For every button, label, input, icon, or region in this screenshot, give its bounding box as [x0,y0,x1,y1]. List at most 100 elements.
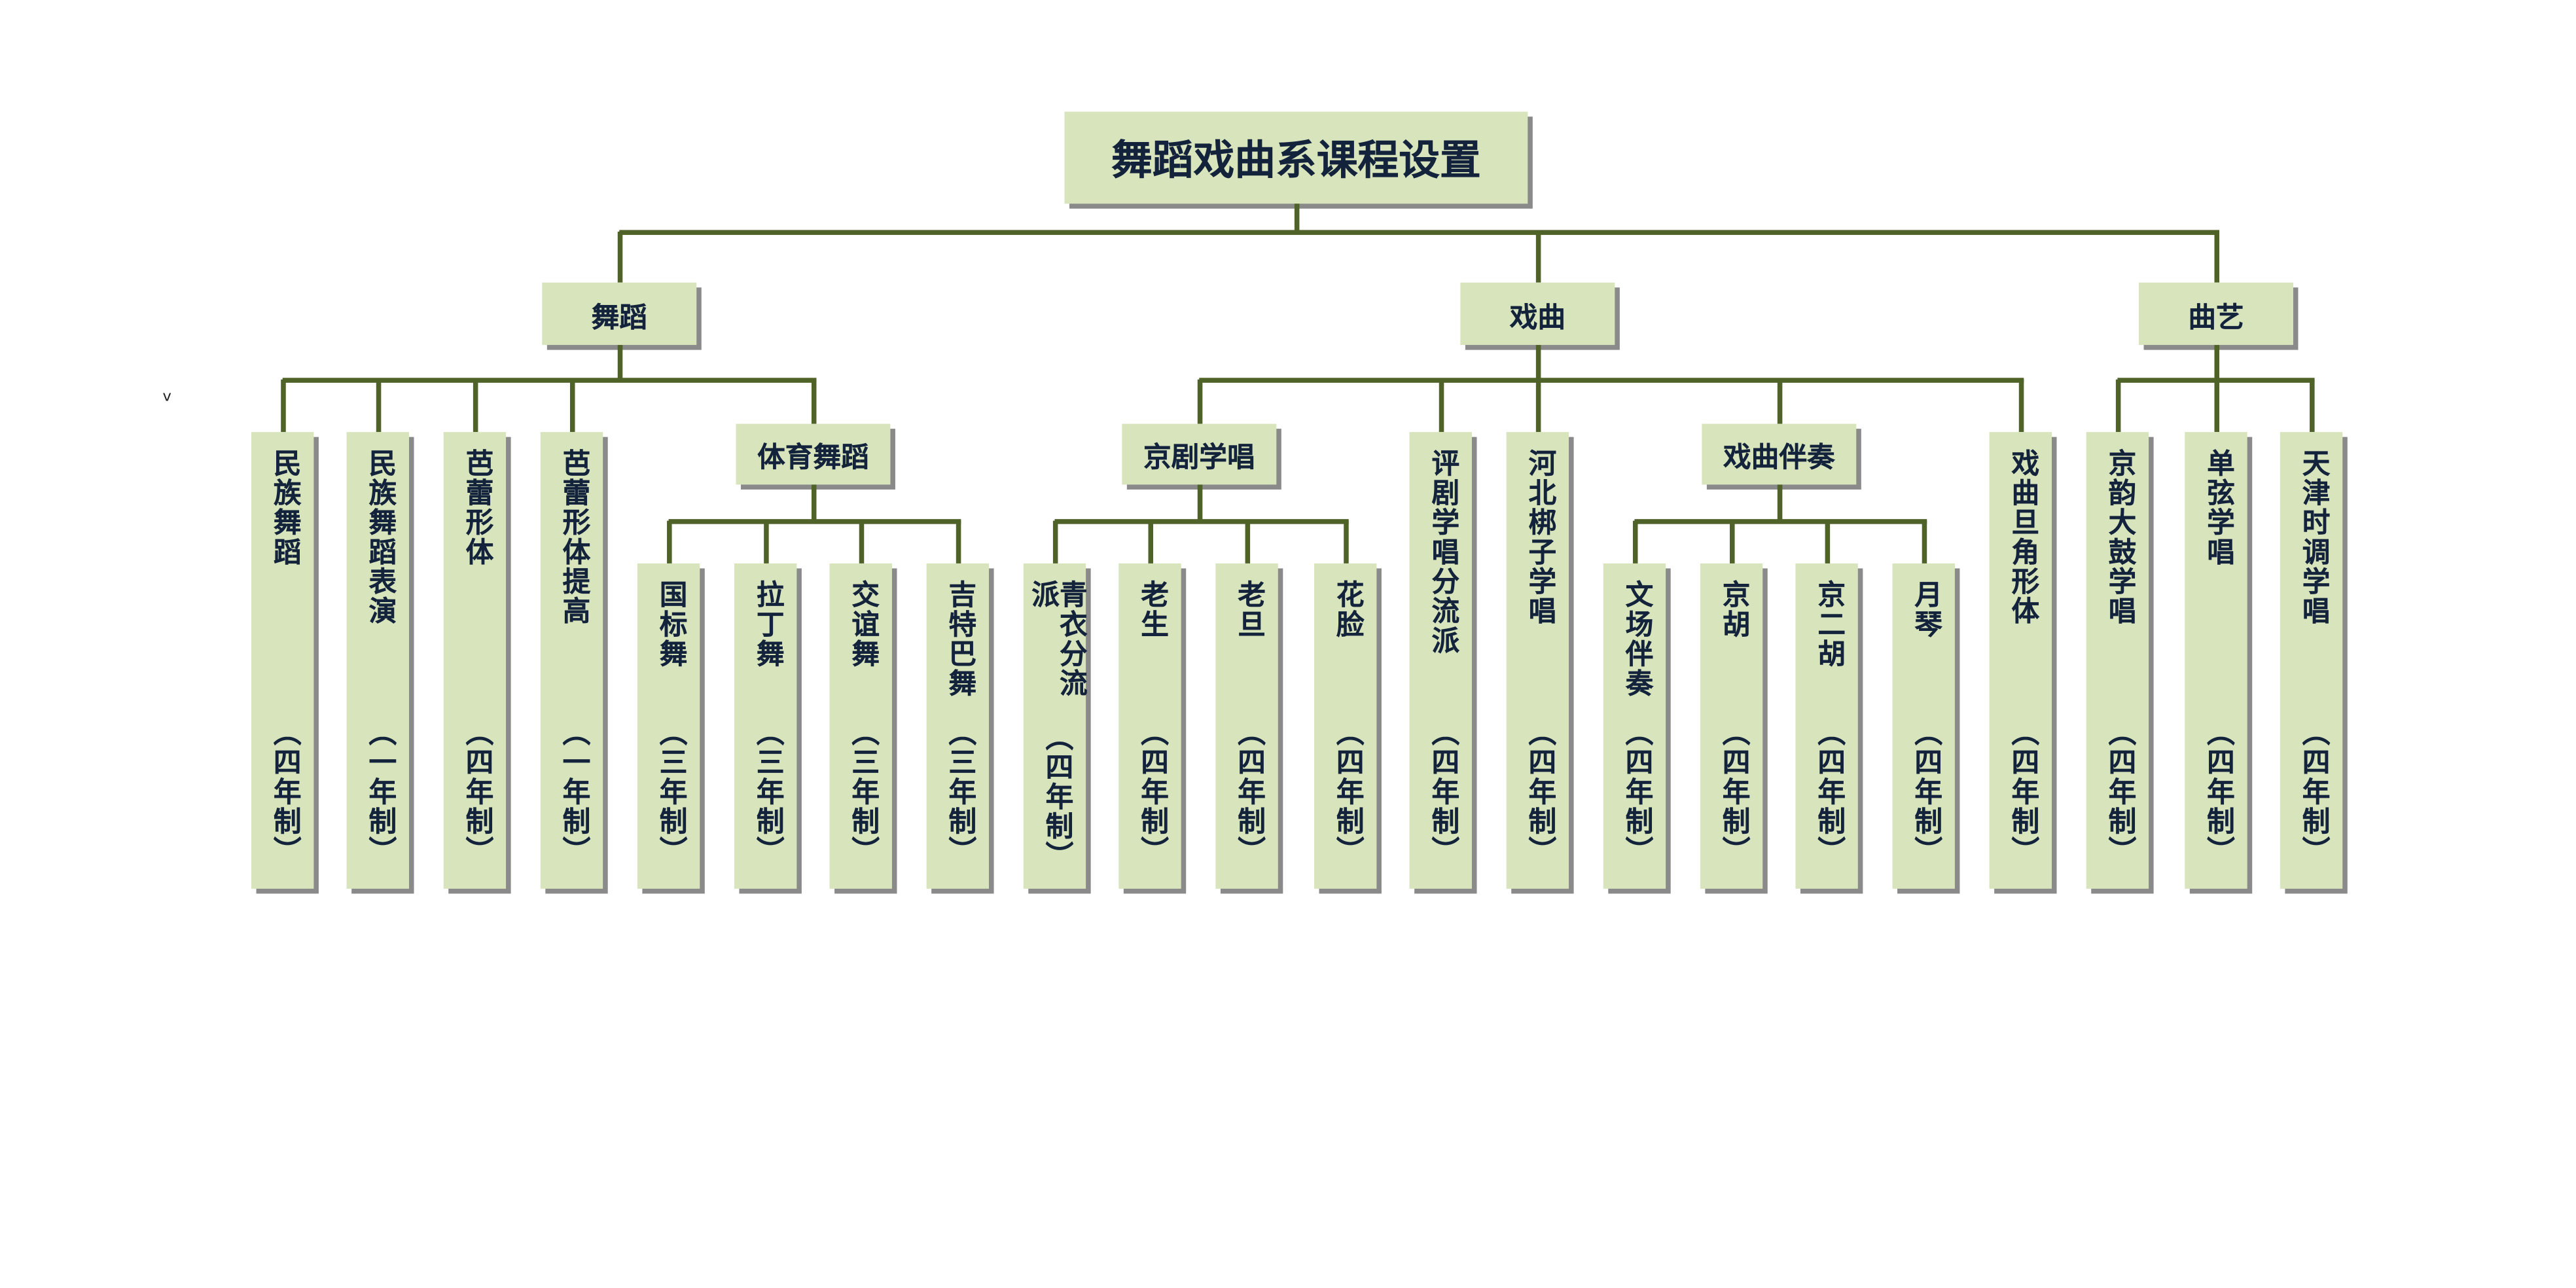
course-name: 拉丁舞 [749,580,783,669]
course-duration: （三年制） [653,717,686,866]
connector-line [375,379,381,433]
course-leaf: 河北梆子学唱 （四年制） [1506,432,1569,889]
course-leaf: 吉特巴舞 （三年制） [926,563,990,889]
course-name: 文场伴奏 [1619,580,1652,698]
stray-mark: v [162,389,171,406]
subcategory-box: 京剧学唱 [1122,423,1277,485]
connector-line [1824,520,1829,564]
course-duration: （三年制） [749,717,783,866]
course-leaf: 京二胡（四年制） [1795,563,1858,889]
course-leaf: 青衣分流派（四年制） [1023,563,1086,889]
course-duration: （四年制） [1715,717,1749,866]
course-leaf: 芭蕾形体（四年制） [443,432,507,889]
course-leaf: 拉丁舞 （三年制） [734,563,797,889]
course-leaf: 老旦 （四年制） [1215,563,1278,889]
course-name: 老生 [1134,580,1168,639]
connector-line [619,229,2219,234]
category-box: 舞蹈 [542,282,697,346]
course-name: 京韵大鼓学唱 [2102,448,2135,626]
course-name: 京二胡 [1811,580,1844,669]
connector-line [1199,377,2024,382]
course-name: 民族舞蹈 [266,448,300,567]
course-leaf: 芭蕾形体提高（一年制） [540,432,603,889]
course-duration: （四年制） [1619,717,1652,866]
connector-line [810,484,816,521]
course-leaf: 民族舞蹈 （四年制） [251,432,314,889]
connector-line [2213,345,2219,380]
connector-line [617,231,622,283]
course-leaf: 老生 （四年制） [1118,563,1181,889]
subcategory-box: 戏曲伴奏 [1702,423,1857,485]
connector-line [1728,520,1734,564]
course-duration: （四年制） [2102,717,2135,866]
connector-line [1054,518,1348,524]
course-name: 民族舞蹈表演 [362,448,395,626]
connector-line [1147,520,1153,564]
node-label: 舞蹈 [591,301,647,334]
course-duration: （四年制） [1231,717,1264,866]
course-duration: （四年制） [1908,717,1941,866]
connector-line [666,520,671,564]
connector-line [569,379,575,433]
course-duration: （四年制） [1039,723,1072,871]
course-leaf: 评剧学唱分流派 （四年制） [1409,432,1472,889]
course-leaf: 天津时调学唱 （四年制） [2280,432,2343,889]
connector-line [2018,379,2024,433]
course-leaf: 月琴 （四年制） [1892,563,1955,889]
course-duration: （四年制） [2005,717,2038,866]
course-name: 河北梆子学唱 [1522,448,1555,626]
course-duration: （四年制） [2295,717,2329,866]
connector-line [762,520,768,564]
course-name: 月琴 [1908,580,1941,639]
connector-line [1535,231,1541,283]
connector-line [472,379,478,433]
course-name: 天津时调学唱 [2295,448,2329,626]
connector-line [2213,231,2219,283]
course-name: 戏曲旦角形体 [2005,448,2038,626]
connector-line [1244,520,1249,564]
connector-line [282,377,816,382]
course-duration: （三年制） [845,717,878,866]
course-duration: （三年制） [942,717,975,866]
course-name: 单弦学唱 [2200,448,2234,567]
connector-line [1776,484,1782,521]
connector-line [1342,520,1348,564]
course-leaf: 文场伴奏 （四年制） [1603,563,1666,889]
course-leaf: 国标舞 （三年制） [637,563,700,889]
course-name: 花脸 [1329,580,1363,639]
subcategory-box: 体育舞蹈 [736,423,891,485]
connector-line [617,345,622,380]
category-box: 戏曲 [1460,282,1615,346]
connector-line [1634,518,1926,524]
course-name: 芭蕾形体 [459,448,492,567]
course-duration: （一年制） [556,717,589,866]
course-name: 京胡 [1715,580,1749,639]
connector-line [1438,379,1444,433]
connector-line [1535,345,1541,380]
node-label: 京剧学唱 [1143,442,1255,475]
course-name: 评剧学唱分流派 [1425,448,1458,656]
root-title-box: 舞蹈戏曲系课程设置 [1064,111,1528,204]
connector-line [2213,379,2219,433]
node-label: 体育舞蹈 [757,442,869,475]
connector-line [1293,204,1299,232]
connector-line [1632,520,1637,564]
course-leaf: 花脸（四年制） [1314,563,1377,889]
connector-line [1196,379,1202,424]
connector-line [1196,484,1202,521]
connector-line [279,379,285,433]
node-label: 戏曲 [1509,301,1566,334]
connector-line [858,520,864,564]
course-duration: （四年制） [1134,717,1168,866]
course-leaf: 戏曲旦角形体 （四年制） [1989,432,2052,889]
course-name: 吉特巴舞 [942,580,975,698]
course-duration: （四年制） [1522,717,1555,866]
connector-line [668,518,961,524]
course-name: 老旦 [1231,580,1264,639]
course-name: 国标舞 [653,580,686,669]
course-leaf: 京胡 （四年制） [1700,563,1763,889]
course-duration: （四年制） [1425,717,1458,866]
connector-line [810,379,816,424]
course-duration: （四年制） [266,717,300,866]
